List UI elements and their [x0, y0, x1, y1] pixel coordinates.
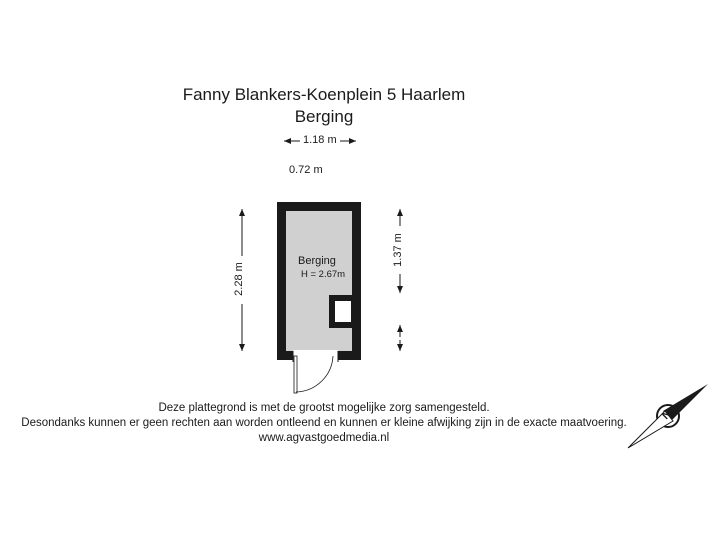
disclaimer-line-1: Deze plattegrond is met de grootst mogel… — [158, 402, 490, 414]
inner-width-label: 0.72 m — [289, 164, 323, 176]
floor-name-title: Berging — [294, 107, 354, 126]
shaft-inner — [335, 301, 351, 322]
disclaimer: Deze plattegrond is met de grootst mogel… — [0, 401, 648, 446]
address-title: Fanny Blankers-Koenplein 5 Haarlem — [182, 85, 466, 104]
disclaimer-line-2: Desondanks kunnen er geen rechten aan wo… — [21, 417, 627, 429]
right-height-label: 1.37 m — [391, 233, 404, 267]
title-block: Fanny Blankers-Koenplein 5 Haarlem Bergi… — [0, 84, 648, 128]
door-swing — [293, 355, 334, 394]
website-link[interactable]: www.agvastgoedmedia.nl — [258, 432, 390, 444]
door-opening — [293, 350, 338, 362]
compass-north-icon — [627, 384, 708, 449]
top-width-label: 1.18 m — [303, 134, 337, 146]
storage-room-floor — [286, 211, 352, 351]
left-height-label: 2.28 m — [232, 262, 245, 296]
room-height-label: H = 2.67m — [301, 269, 346, 280]
room-name-label: Berging — [298, 255, 336, 267]
